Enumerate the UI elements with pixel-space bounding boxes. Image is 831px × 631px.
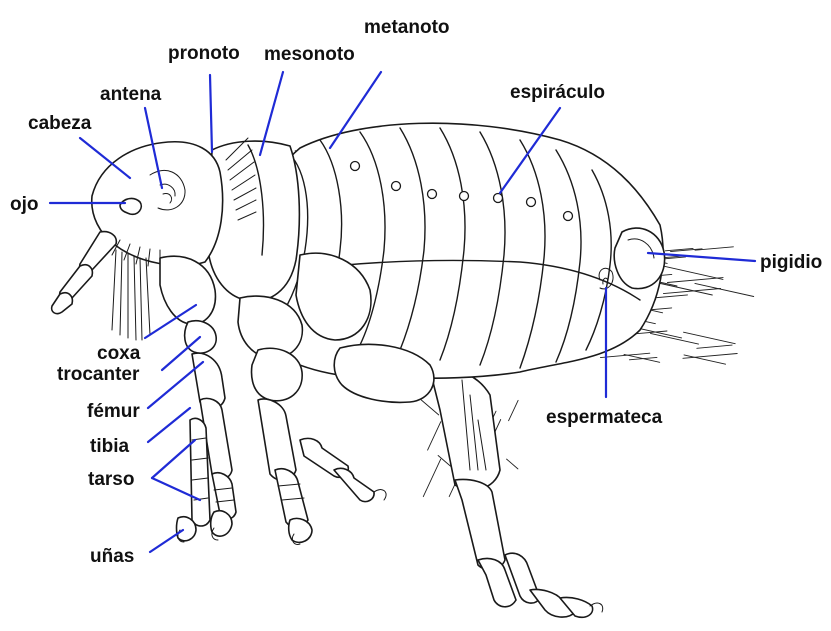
- label-coxa: coxa: [97, 343, 141, 364]
- label-femur: fémur: [87, 401, 140, 422]
- label-metanoto: metanoto: [364, 17, 450, 38]
- label-unas: uñas: [90, 546, 134, 567]
- bristle: [683, 354, 737, 359]
- leader-tibia: [148, 408, 190, 442]
- leader-unas: [150, 530, 183, 552]
- bristle: [509, 400, 518, 420]
- bristle: [600, 353, 649, 357]
- bristle: [651, 333, 699, 344]
- leader-tarso-1: [152, 440, 195, 478]
- label-pronoto: pronoto: [168, 43, 240, 64]
- flea-drawing: [52, 123, 754, 617]
- label-espiraculo: espiráculo: [510, 82, 605, 103]
- flea-body: [254, 123, 665, 378]
- bristle: [421, 400, 438, 415]
- leader-pronoto: [210, 75, 212, 152]
- label-ojo: ojo: [10, 194, 39, 215]
- label-cabeza: cabeza: [28, 113, 92, 134]
- label-pigidio: pigidio: [760, 252, 822, 273]
- label-antena: antena: [100, 84, 162, 105]
- bristle: [667, 278, 723, 283]
- label-trocanter: trocanter: [57, 364, 140, 385]
- bristle: [663, 266, 723, 279]
- label-espermateca: espermateca: [546, 407, 663, 428]
- bristle: [507, 459, 518, 469]
- bristle: [428, 422, 441, 450]
- bristle: [663, 289, 720, 294]
- bristle: [423, 459, 440, 496]
- bristle: [629, 357, 657, 359]
- bristle: [684, 332, 736, 344]
- label-tibia: tibia: [90, 436, 129, 457]
- label-mesonoto: mesonoto: [264, 44, 355, 65]
- label-tarso: tarso: [88, 469, 134, 490]
- bristle: [697, 345, 732, 348]
- leader-femur: [148, 362, 203, 408]
